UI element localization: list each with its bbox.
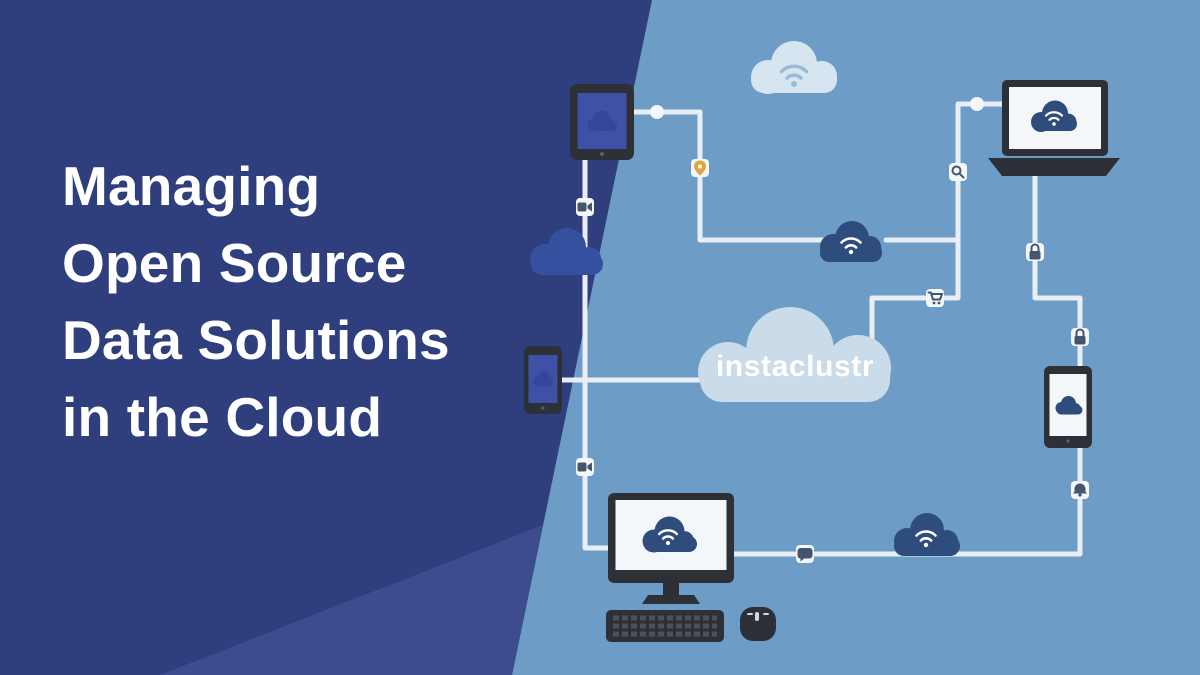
wifi-cloud-top — [751, 41, 837, 94]
shopping-cart-node — [926, 289, 944, 307]
wifi-icon — [666, 541, 670, 545]
wifi-icon — [840, 237, 862, 255]
padlock-node — [1071, 328, 1089, 346]
chat-bubble-icon — [797, 548, 813, 559]
monitor-stand — [663, 583, 679, 595]
home-button — [541, 406, 545, 410]
smartphone-device — [524, 346, 562, 414]
cloud-glyph — [533, 371, 553, 387]
keyboard — [606, 610, 724, 642]
location-pin-node — [691, 159, 709, 177]
camera-icon — [577, 462, 587, 472]
cloud-glyph — [1031, 100, 1077, 132]
laptop-base — [988, 158, 1120, 176]
desktop-computer — [606, 493, 776, 642]
wifi-icon — [779, 64, 809, 87]
connection-line — [883, 101, 1009, 243]
bell-node — [1071, 481, 1089, 499]
bell-icon — [1073, 483, 1087, 494]
wifi-cloud-bottom — [894, 513, 960, 556]
instaclustr-cloud — [698, 307, 891, 402]
tablet-device — [570, 84, 634, 160]
title-line: Data Solutions — [62, 309, 450, 371]
search-icon — [951, 165, 962, 176]
lock-icon — [1030, 243, 1040, 252]
cloud-glyph — [642, 516, 697, 553]
cloud-glyph — [1055, 396, 1083, 415]
shopping-cart-icon — [927, 291, 944, 301]
camera-icon — [577, 202, 587, 212]
tablet-small-device — [1044, 366, 1092, 448]
cloud-left-partial — [530, 228, 603, 275]
lock-node — [1026, 243, 1044, 261]
cloud-glyph — [587, 110, 617, 132]
wifi-icon — [915, 530, 937, 548]
padlock-icon — [1075, 328, 1085, 337]
instaclustr-wordmark: instaclustr — [715, 350, 875, 383]
connection-line — [725, 441, 1083, 557]
home-button — [1066, 439, 1070, 443]
page-title: Managing Open Source Data Solutions in t… — [62, 148, 450, 456]
camera-node — [576, 198, 594, 216]
wifi-cloud-middle — [820, 221, 882, 262]
home-button — [600, 152, 604, 156]
junction-dot — [650, 105, 664, 119]
wifi-icon — [1052, 122, 1056, 126]
connection-line — [582, 149, 615, 551]
search-node — [949, 163, 967, 181]
title-line: Open Source — [62, 232, 407, 294]
title-line: Managing — [62, 155, 321, 217]
connection-line — [869, 237, 961, 363]
scroll-wheel — [755, 612, 759, 621]
chat-bubble-node — [796, 545, 814, 563]
mouse — [740, 607, 776, 641]
junction-dot — [970, 97, 984, 111]
connection-line — [627, 109, 848, 243]
title-line: in the Cloud — [62, 386, 383, 448]
camera-node — [576, 458, 594, 476]
laptop-device — [988, 80, 1120, 176]
